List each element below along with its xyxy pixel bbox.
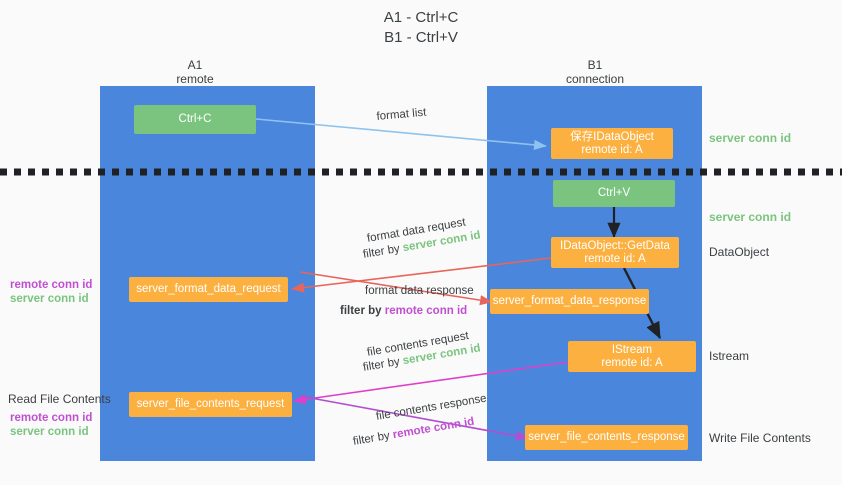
label-write-file-contents: Write File Contents xyxy=(709,431,811,446)
edge-label-format-data-response-filter: filter by remote conn id xyxy=(340,304,467,319)
node-server-format-data-request-label: server_format_data_request xyxy=(136,283,281,295)
column-header-b1-sub: connection xyxy=(565,72,625,86)
label-server-conn-id-1: server conn id xyxy=(10,292,89,306)
page-title: A1 - Ctrl+C B1 - Ctrl+V xyxy=(0,8,842,48)
edge-label-format-data-response-filter-prefix: filter by xyxy=(340,305,385,317)
label-server-conn-id-top: server conn id xyxy=(709,131,791,146)
node-ctrl-c-label: Ctrl+C xyxy=(178,113,212,125)
node-ctrl-c[interactable]: Ctrl+C xyxy=(134,105,256,134)
edge-label-format-data-response-filter-value: remote conn id xyxy=(384,305,468,317)
edge-label-format-data-response: format data response xyxy=(365,284,474,299)
label-remote-conn-id-2: remote conn id xyxy=(10,411,92,425)
node-get-data-object-line1: 保存IDataObject xyxy=(570,130,654,143)
label-data-object: DataObject xyxy=(709,245,769,260)
column-header-b1-name: B1 xyxy=(587,58,603,72)
node-idataobject-getdata-line1: IDataObject::GetData xyxy=(560,239,670,252)
node-istream[interactable]: IStream remote id: A xyxy=(568,341,696,372)
label-write-file-contents-text: Write File Contents xyxy=(709,431,811,445)
column-header-a1-sub: remote xyxy=(176,72,214,86)
title-line-2: B1 - Ctrl+V xyxy=(384,29,458,46)
label-server-conn-id-mid: server conn id xyxy=(709,210,791,225)
node-ctrl-v-label: Ctrl+V xyxy=(597,187,631,199)
label-server-conn-id-mid-text: server conn id xyxy=(709,210,792,224)
edge-label-format-list: format list xyxy=(376,106,427,125)
column-header-a1-name: A1 xyxy=(187,58,203,72)
node-server-format-data-response-label: server_format_data_response xyxy=(492,295,647,307)
edge-label-file-contents-response-filter-prefix: filter by xyxy=(352,429,394,448)
edge-label-file-contents-response-filter: filter by remote conn id xyxy=(352,415,475,450)
edge-label-format-list-text: format list xyxy=(376,106,427,123)
label-remote-conn-id-1-text: remote conn id xyxy=(10,279,93,291)
node-server-format-data-response[interactable]: server_format_data_response xyxy=(490,289,649,314)
label-read-file-contents: Read File Contents xyxy=(8,392,111,407)
label-server-conn-id-2-text: server conn id xyxy=(10,426,89,438)
label-data-object-text: DataObject xyxy=(709,245,770,259)
node-get-data-object[interactable]: 保存IDataObject remote id: A xyxy=(551,128,673,159)
node-istream-line1: IStream xyxy=(611,343,653,356)
node-server-file-contents-response[interactable]: server_file_contents_response xyxy=(525,425,688,450)
label-server-conn-id-2: server conn id xyxy=(10,425,89,439)
node-server-file-contents-request-label: server_file_contents_request xyxy=(136,398,285,410)
label-server-conn-id-1-text: server conn id xyxy=(10,293,89,305)
label-server-conn-id-top-text: server conn id xyxy=(709,131,792,145)
node-server-file-contents-request[interactable]: server_file_contents_request xyxy=(129,392,292,417)
node-idataobject-getdata-line2: remote id: A xyxy=(584,252,646,265)
title-line-1: A1 - Ctrl+C xyxy=(383,9,459,26)
node-get-data-object-line2: remote id: A xyxy=(581,143,643,156)
edge-label-format-data-response-text: format data response xyxy=(365,285,474,297)
label-read-file-contents-text: Read File Contents xyxy=(8,392,111,406)
column-header-b1: B1 connection xyxy=(545,58,645,86)
node-idataobject-getdata[interactable]: IDataObject::GetData remote id: A xyxy=(551,237,679,268)
label-istream-text: Istream xyxy=(709,349,750,363)
node-istream-line2: remote id: A xyxy=(601,356,663,369)
node-ctrl-v[interactable]: Ctrl+V xyxy=(553,180,675,207)
column-header-a1: A1 remote xyxy=(145,58,245,86)
label-remote-conn-id-1: remote conn id xyxy=(10,278,92,292)
label-remote-conn-id-2-text: remote conn id xyxy=(10,412,93,424)
node-server-format-data-request[interactable]: server_format_data_request xyxy=(129,277,288,302)
node-server-file-contents-response-label: server_file_contents_response xyxy=(528,431,685,443)
label-istream: Istream xyxy=(709,349,749,364)
timeline-divider xyxy=(0,168,842,176)
